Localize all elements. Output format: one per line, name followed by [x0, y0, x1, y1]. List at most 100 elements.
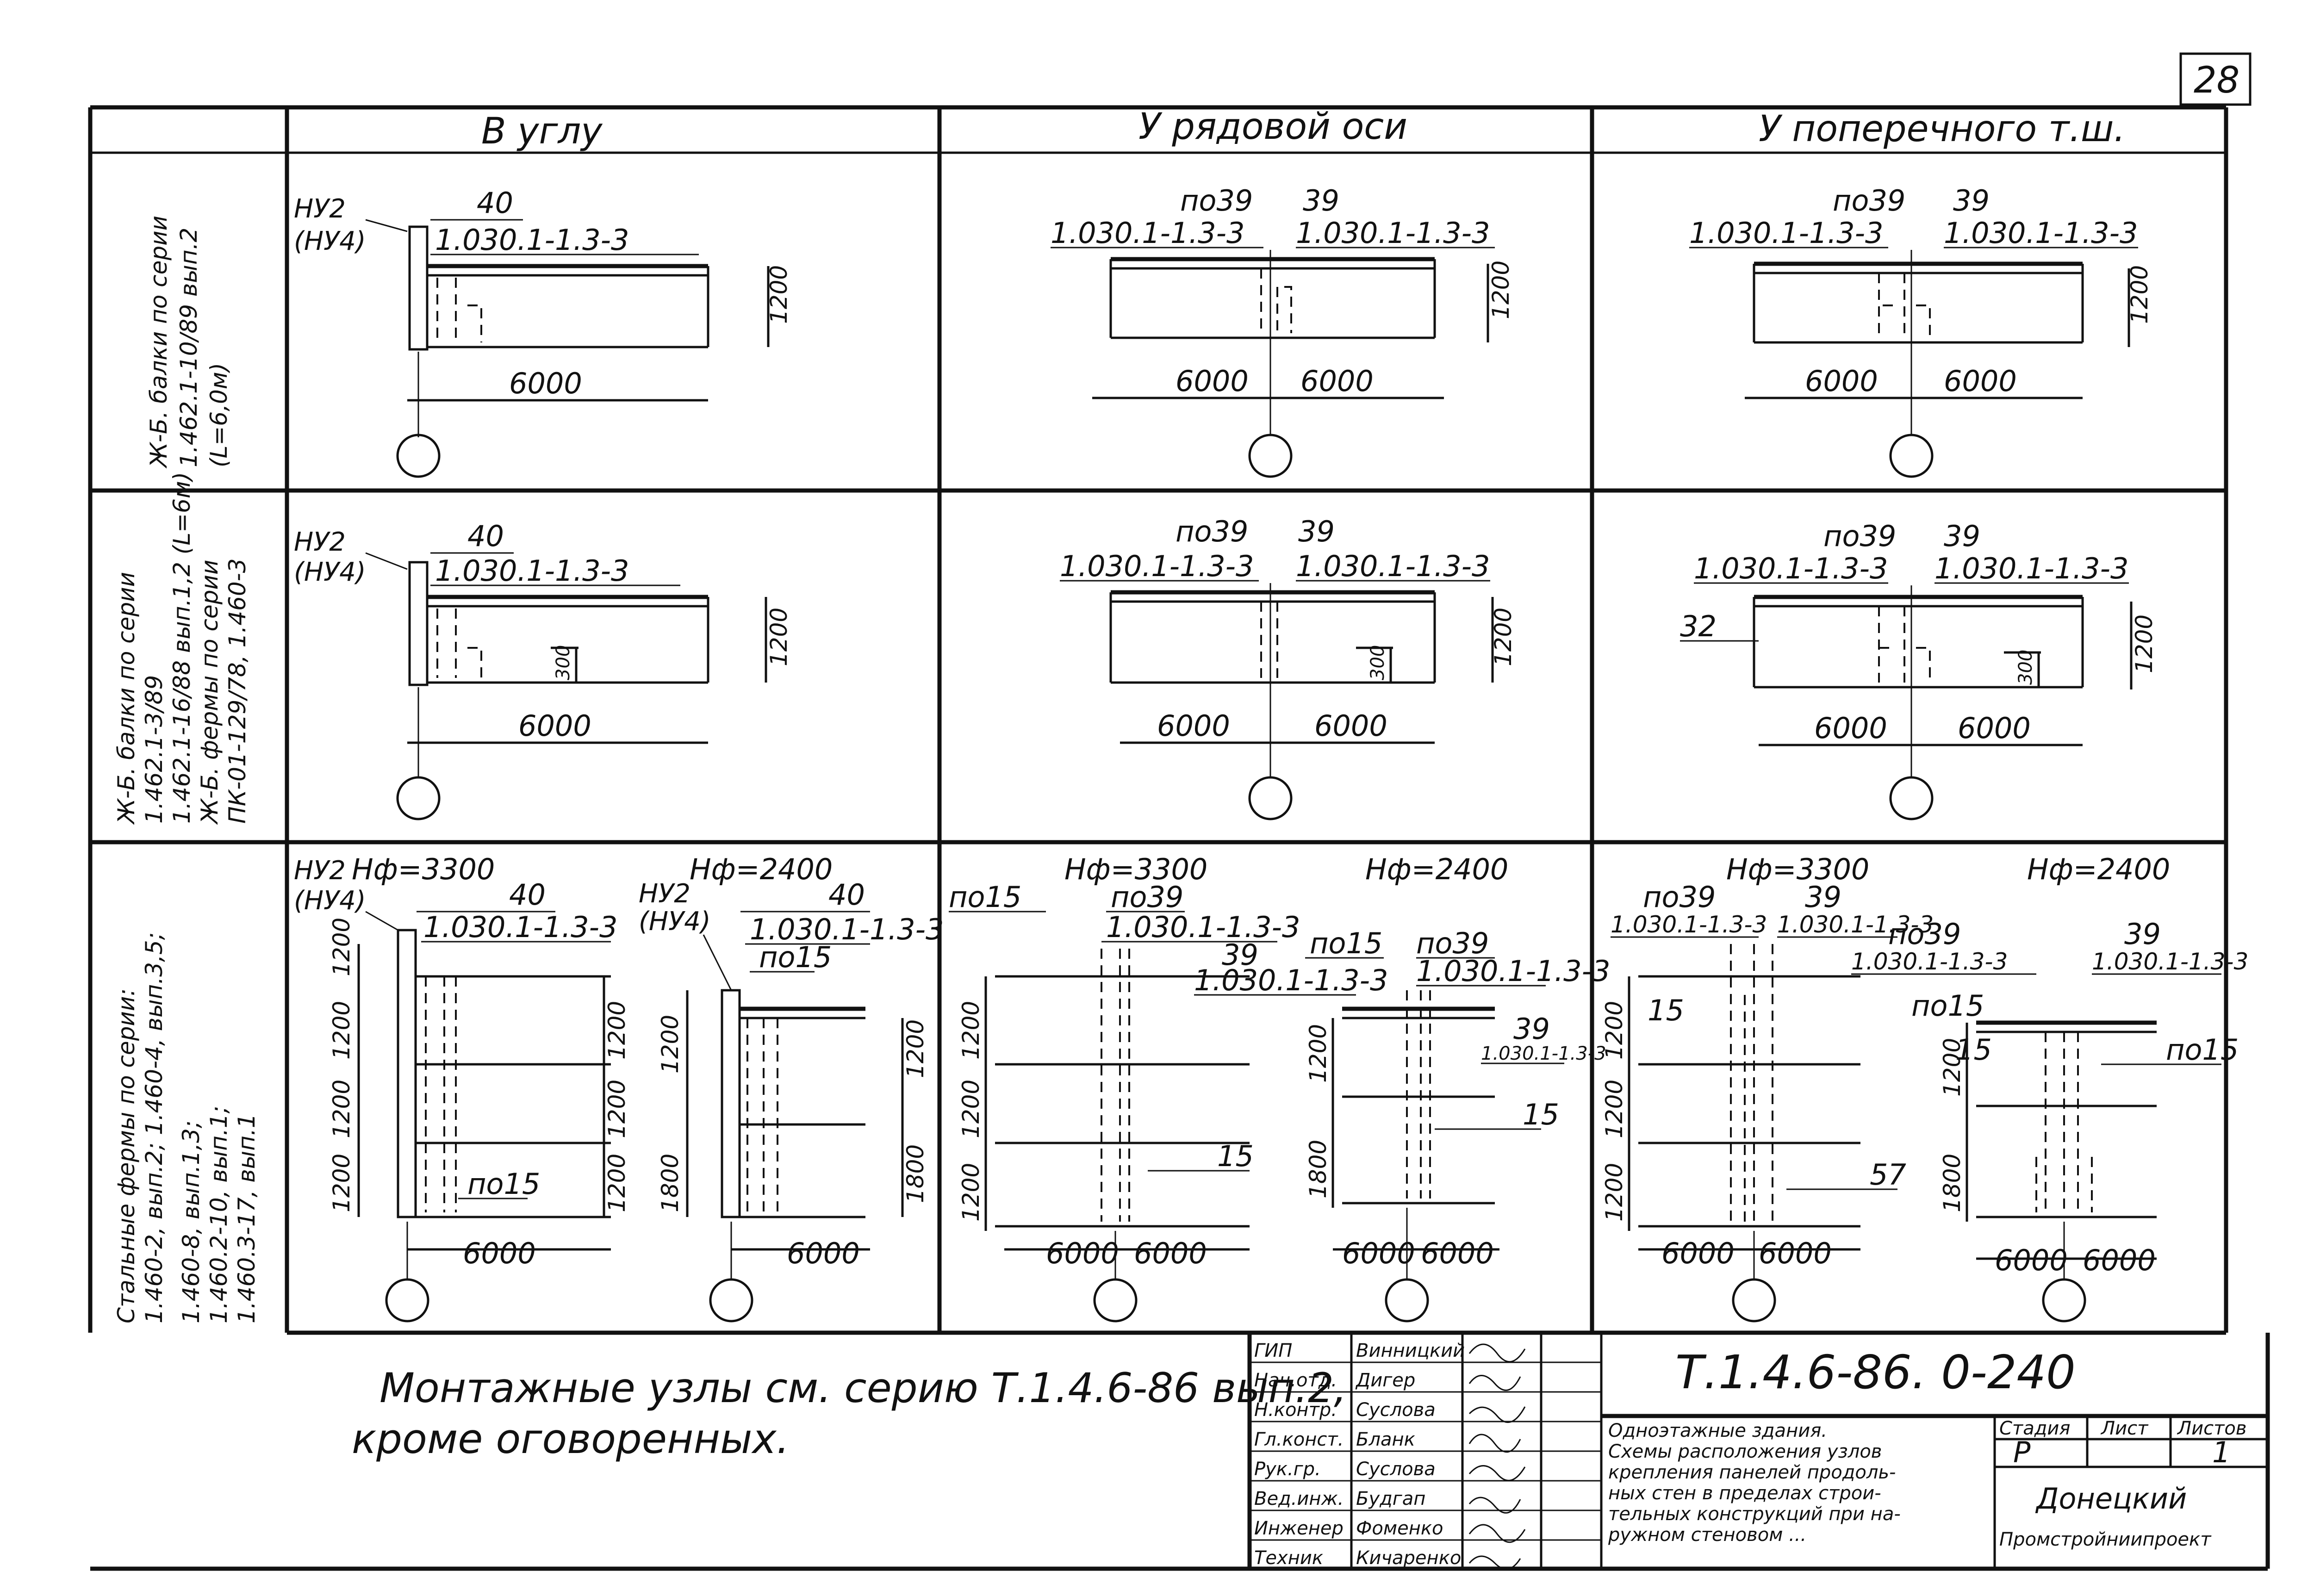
svg-text:1200: 1200 [765, 265, 792, 324]
svg-text:Суслова: Суслова [1356, 1399, 1436, 1421]
svg-text:6000: 6000 [1759, 1236, 1832, 1270]
svg-text:1200: 1200 [1490, 608, 1517, 666]
detail-r3-transverse-3300: Нф=3300 по39 39 1.030.1-1.3-3 1.030.1-1.… [1601, 852, 1934, 1323]
svg-text:по39: по39 [1180, 184, 1253, 217]
main-frame [88, 105, 2268, 1571]
svg-text:ных стен в пределах строи-: ных стен в пределах строи- [1608, 1483, 1881, 1504]
svg-text:1800: 1800 [1939, 1154, 1966, 1212]
note-line-1: Монтажные узлы см. серию Т.1.4.6-86 вып.… [379, 1364, 1347, 1412]
detail-r3-transverse-2400: Нф=2400 по39 39 1.030.1-1.3-3 1.030.1-1.… [1851, 852, 2248, 1323]
svg-text:15: 15 [1217, 1139, 1254, 1173]
svg-text:(L=6,0м): (L=6,0м) [205, 363, 232, 467]
detail-r1-transverse: по39 39 1.030.1-1.3-3 1.030.1-1.3-3 1200… [1689, 184, 2153, 478]
svg-text:по15: по15 [949, 880, 1021, 914]
svg-text:1.030.1-1.3-3: 1.030.1-1.3-3 [2092, 948, 2248, 975]
svg-text:Ж-Б. балки по серии: Ж-Б. балки по серии [113, 572, 140, 825]
svg-text:6000: 6000 [787, 1236, 860, 1270]
svg-text:по39: по39 [1643, 880, 1716, 914]
svg-text:Дигер: Дигер [1355, 1370, 1415, 1391]
svg-text:1200: 1200 [603, 1154, 630, 1212]
svg-text:1.460.2-10, вып.1;: 1.460.2-10, вып.1; [205, 1106, 232, 1323]
svg-text:6000: 6000 [1300, 364, 1374, 398]
svg-text:32: 32 [1680, 609, 1717, 643]
svg-text:по39: по39 [1176, 515, 1248, 548]
svg-text:1800: 1800 [902, 1144, 929, 1203]
svg-text:Нач.отд.: Нач.отд. [1254, 1370, 1337, 1391]
svg-text:Стальные фермы по серии:: Стальные фермы по серии: [113, 988, 140, 1323]
svg-text:крепления панелей продоль-: крепления панелей продоль- [1608, 1462, 1896, 1483]
svg-text:300: 300 [553, 645, 574, 680]
svg-text:по15: по15 [759, 940, 832, 974]
svg-text:6000: 6000 [518, 709, 591, 743]
svg-text:НУ2: НУ2 [294, 194, 346, 224]
row-header-3: Стальные фермы по серии: 1.460-2, вып.2;… [113, 932, 260, 1323]
svg-text:15: 15 [1523, 1098, 1559, 1131]
detail-r1-corner: НУ2 (НУ4) 40 1.030.1-1.3-3 1200 6000 [294, 186, 792, 478]
svg-text:1200: 1200 [958, 1080, 984, 1138]
svg-text:по39: по39 [1888, 917, 1961, 951]
svg-text:Бланк: Бланк [1356, 1429, 1415, 1450]
svg-text:6000: 6000 [1157, 709, 1230, 743]
svg-text:1200: 1200 [603, 1001, 630, 1060]
svg-text:Н.контр.: Н.контр. [1254, 1399, 1337, 1421]
svg-text:1200: 1200 [1601, 1080, 1628, 1138]
svg-text:Р: Р [2013, 1435, 2031, 1469]
sheet-number: 28 [2194, 60, 2239, 101]
detail-r3-row-axis-2400: Нф=2400 по15 по39 1.030.1-1.3-3 39 1.030… [1305, 852, 1610, 1323]
svg-text:1.030.1-1.3-3: 1.030.1-1.3-3 [423, 910, 617, 944]
svg-text:39: 39 [1298, 515, 1335, 548]
svg-text:1.030.1-1.3-3: 1.030.1-1.3-3 [1051, 216, 1244, 250]
svg-text:300: 300 [1367, 645, 1388, 680]
svg-text:Будгап: Будгап [1356, 1488, 1425, 1509]
svg-text:1200: 1200 [328, 918, 355, 976]
svg-text:40: 40 [467, 519, 504, 553]
svg-text:1.030.1-1.3-3: 1.030.1-1.3-3 [1194, 963, 1388, 997]
svg-text:1.030.1-1.3-3: 1.030.1-1.3-3 [1296, 216, 1490, 250]
svg-text:1800: 1800 [1305, 1140, 1331, 1199]
svg-text:1200: 1200 [2131, 615, 2158, 673]
title-block: ГИП Нач.отд. Н.контр. Гл.конст. Рук.гр. … [1247, 1333, 2270, 1570]
svg-text:39: 39 [1513, 1012, 1550, 1046]
note-line-2: кроме оговоренных. [352, 1415, 790, 1463]
svg-text:Гл.конст.: Гл.конст. [1254, 1429, 1344, 1450]
svg-text:6000: 6000 [1421, 1236, 1494, 1270]
svg-text:Схемы расположения узлов: Схемы расположения узлов [1608, 1441, 1882, 1462]
svg-text:1200: 1200 [1601, 1001, 1628, 1060]
svg-text:Нф=3300: Нф=3300 [1726, 852, 1869, 886]
svg-text:(НУ4): (НУ4) [639, 907, 711, 937]
svg-text:по15: по15 [1310, 926, 1382, 960]
svg-text:6000: 6000 [1805, 364, 1878, 398]
column-header-corner: В углу [481, 111, 603, 152]
svg-text:1.030.1-1.3-3: 1.030.1-1.3-3 [1694, 552, 1888, 585]
svg-text:1.030.1-1.3-3: 1.030.1-1.3-3 [435, 554, 629, 588]
svg-text:300: 300 [2015, 650, 2036, 685]
svg-text:1200: 1200 [328, 1154, 355, 1212]
svg-text:39: 39 [1944, 519, 1980, 553]
svg-text:Одноэтажные здания.: Одноэтажные здания. [1608, 1420, 1827, 1441]
svg-text:6000: 6000 [2083, 1243, 2156, 1277]
svg-text:Лист: Лист [2100, 1418, 2149, 1439]
svg-text:6000: 6000 [463, 1236, 536, 1270]
svg-text:1200: 1200 [902, 1019, 929, 1078]
svg-text:57: 57 [1870, 1158, 1906, 1192]
detail-r3-corner-2400: Нф=2400 НУ2 (НУ4) 40 1.030.1-1.3-3 по15 … [639, 852, 944, 1323]
assembly-note: Монтажные узлы см. серию Т.1.4.6-86 вып.… [352, 1364, 1347, 1463]
svg-text:1.030.1-1.3-3: 1.030.1-1.3-3 [435, 223, 629, 257]
svg-text:6000: 6000 [1314, 709, 1387, 743]
svg-text:Ж-Б. фермы по серии: Ж-Б. фермы по серии [196, 560, 223, 825]
svg-text:ГИП: ГИП [1254, 1340, 1292, 1361]
svg-text:Листов: Листов [2177, 1418, 2246, 1439]
drawing-code: Т.1.4.6-86. 0-240 [1675, 1345, 2076, 1399]
svg-text:Техник: Техник [1254, 1547, 1323, 1569]
svg-text:1.030.1-1.3-3: 1.030.1-1.3-3 [1935, 552, 2128, 585]
svg-text:1.460-8, вып.1,3;: 1.460-8, вып.1,3; [178, 1120, 205, 1323]
svg-text:15: 15 [1648, 994, 1684, 1027]
svg-text:40: 40 [509, 878, 546, 912]
svg-text:1200: 1200 [328, 1001, 355, 1060]
svg-text:1.462.1-10/89 вып.2: 1.462.1-10/89 вып.2 [175, 228, 202, 467]
svg-text:Нф=2400: Нф=2400 [1365, 852, 1508, 886]
svg-text:тельных конструкций при на-: тельных конструкций при на- [1608, 1503, 1901, 1525]
svg-text:Нф=3300: Нф=3300 [352, 852, 495, 886]
svg-text:по15: по15 [467, 1167, 540, 1201]
svg-text:1.462.1-3/89: 1.462.1-3/89 [141, 675, 168, 824]
